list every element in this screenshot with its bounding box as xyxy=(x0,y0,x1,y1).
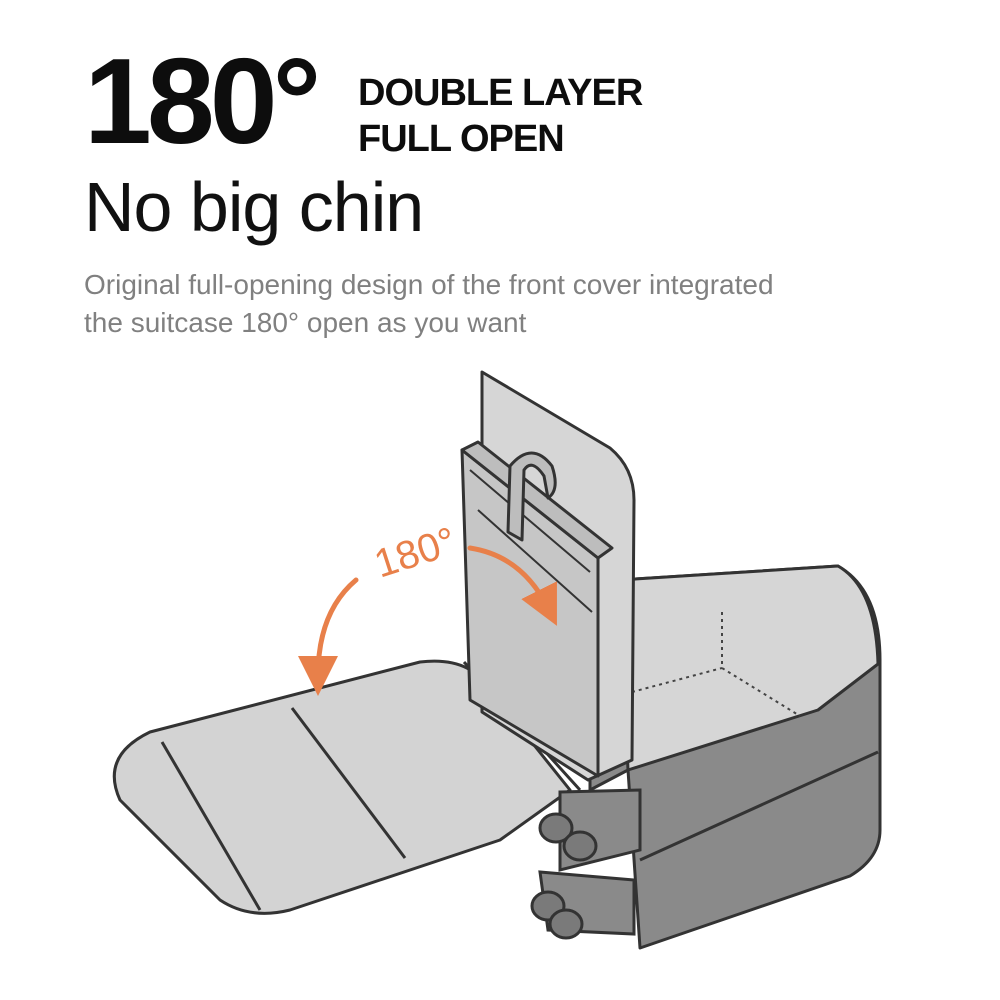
suitcase-illustration: 180° xyxy=(112,370,882,950)
description-line-2: the suitcase 180° open as you want xyxy=(84,307,527,338)
strap-icon xyxy=(506,451,557,542)
tagline-line-1: DOUBLE LAYER xyxy=(358,72,643,114)
wheels xyxy=(530,788,642,940)
headline-angle: 180° xyxy=(84,33,321,169)
angle-label: 180° xyxy=(369,519,461,586)
suitcase-body xyxy=(588,564,882,950)
tagline: DOUBLE LAYER FULL OPEN xyxy=(358,70,643,162)
lid-panel xyxy=(112,659,582,915)
description-line-1: Original full-opening design of the fron… xyxy=(84,269,774,300)
description: Original full-opening design of the fron… xyxy=(84,266,944,342)
tagline-line-2: FULL OPEN xyxy=(358,118,565,160)
subhead: No big chin xyxy=(84,168,424,246)
